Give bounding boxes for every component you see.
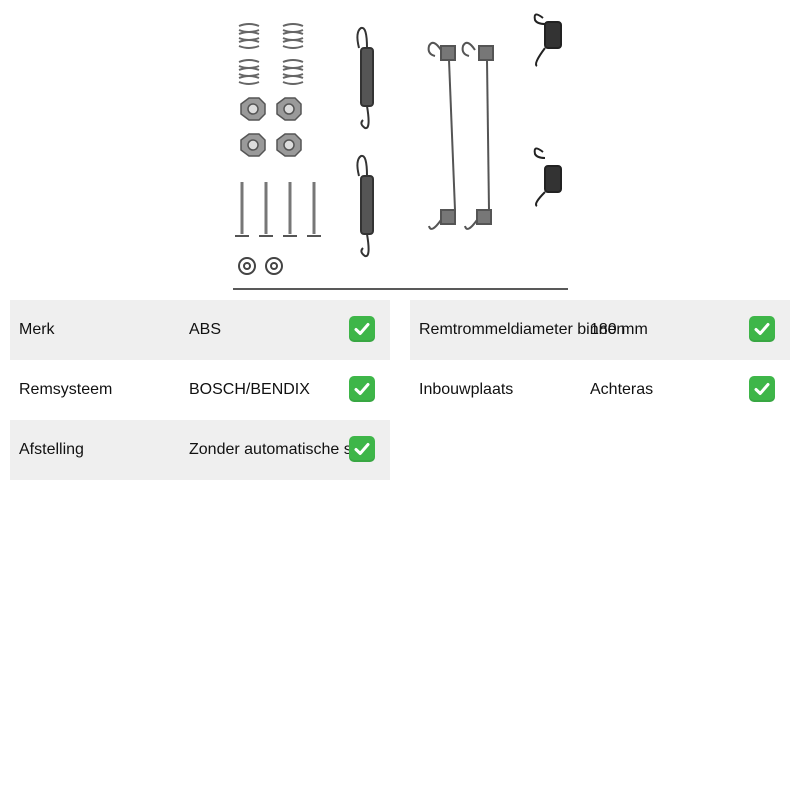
spec-table-left: Merk ABS Remsysteem BOSCH/BENDIX Afstell… [10,300,390,480]
spec-row-remtrommeldiameter: Remtrommeldiameter binnen 180 mm [410,300,790,360]
hold-down-cup-icon [240,97,302,157]
spec-label: Remtrommeldiameter binnen [419,321,626,338]
check-mark-icon [749,376,775,402]
spec-value: 180 mm [590,321,648,338]
spec-value: Achteras [590,381,654,398]
small-spring-icon [238,23,304,85]
spec-label: Remsysteem [19,381,113,398]
hold-down-pin-icon [240,182,316,234]
long-spring-icon [427,41,494,230]
check-mark-icon [349,436,375,462]
check-mark-icon [749,316,775,342]
spec-label: Afstelling [19,441,84,458]
brake-kit-illustration [233,13,568,290]
spec-row-inbouwplaats: Inbouwplaats Achteras [410,360,790,420]
spec-row-merk: Merk ABS [10,300,390,360]
washer-icon [238,257,283,275]
spec-value: BOSCH/BENDIX [189,381,310,398]
spec-value: Zonder automatische st [189,441,357,458]
product-image [233,8,569,291]
check-mark-icon [349,316,375,342]
spec-row-remsysteem: Remsysteem BOSCH/BENDIX [10,360,390,420]
return-spring-icon [356,26,374,258]
spec-row-afstelling: Afstelling Zonder automatische st [10,420,390,480]
spec-label: Merk [19,321,55,338]
spec-label: Inbouwplaats [419,381,514,398]
spec-value: ABS [189,321,222,338]
spec-table-right: Remtrommeldiameter binnen 180 mm Inbouwp… [410,300,790,420]
short-spring-icon [533,13,562,207]
check-mark-icon [349,376,375,402]
